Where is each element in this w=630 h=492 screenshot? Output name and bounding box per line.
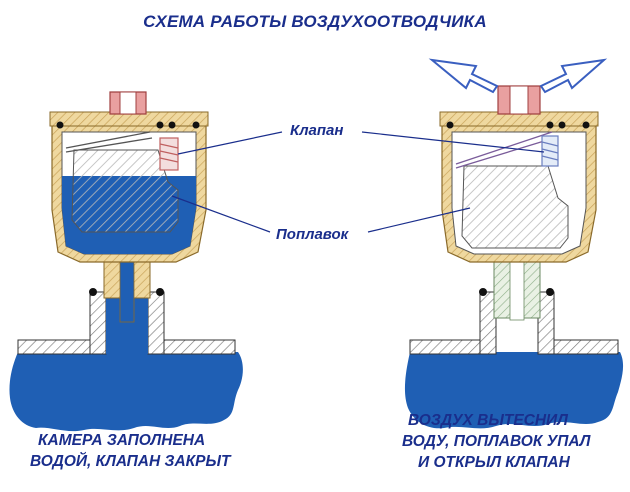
right-riser-dot [479,288,487,296]
right-oring-dot [446,121,454,129]
right-oring-dot [546,121,554,129]
right-air-arrow-right [539,58,608,94]
right-caption-line-1: ВОЗДУХ ВЫТЕСНИЛ [408,412,568,429]
left-caption-line-1: КАМЕРА ЗАПОЛНЕНА [38,432,206,449]
valve-leader-right [361,131,545,153]
right-oring-dot [582,121,590,129]
left-pipe-wall-right [154,339,236,355]
float-leader-right [367,207,471,233]
right-riser-wall-left [479,291,497,355]
left-device [9,91,243,432]
right-cap-hole [509,85,529,115]
left-pipe-wall-left [17,339,99,355]
left-riser-dot [156,288,164,296]
right-caption: ВОЗДУХ ВЫТЕСНИЛ ВОДУ, ПОПЛАВОК УПАЛ И ОТ… [400,410,590,473]
left-riser-wall-left [89,291,107,355]
leader-lines [171,131,545,233]
right-caption-line-3: И ОТКРЫЛ КЛАПАН [418,454,570,471]
right-neck-channel [509,261,525,321]
right-device [404,58,624,429]
right-float [461,165,569,249]
right-riser-dot [546,288,554,296]
left-pipe-water [9,352,243,432]
left-oring-dot [156,121,164,129]
right-pipe-wall-left [409,339,487,355]
float-leader-left [171,195,271,233]
left-caption: КАМЕРА ЗАПОЛНЕНА ВОДОЙ, КЛАПАН ЗАКРЫТ [30,430,231,472]
right-oring-dot [558,121,566,129]
right-valve-coil [541,141,559,161]
left-valve-coil [159,143,179,163]
left-lever [65,131,153,153]
left-oring-dot [192,121,200,129]
left-oring-dot [168,121,176,129]
right-caption-line-2: ВОДУ, ПОПЛАВОК УПАЛ [402,433,591,450]
left-riser-wall-right [147,291,165,355]
left-oring-dot [56,121,64,129]
left-cap-hole [119,91,137,115]
left-caption-line-2: ВОДОЙ, КЛАПАН ЗАКРЫТ [30,453,231,470]
left-neck-channel [119,261,135,323]
left-riser-dot [89,288,97,296]
right-air-arrow-left [428,58,499,94]
right-pipe-water [404,352,624,429]
float-label: Поплавок [276,226,349,243]
valve-label: Клапан [290,122,344,139]
valve-leader-left [177,131,283,155]
diagram-title: СХЕМА РАБОТЫ ВОЗДУХООТВОДЧИКА [143,12,487,31]
